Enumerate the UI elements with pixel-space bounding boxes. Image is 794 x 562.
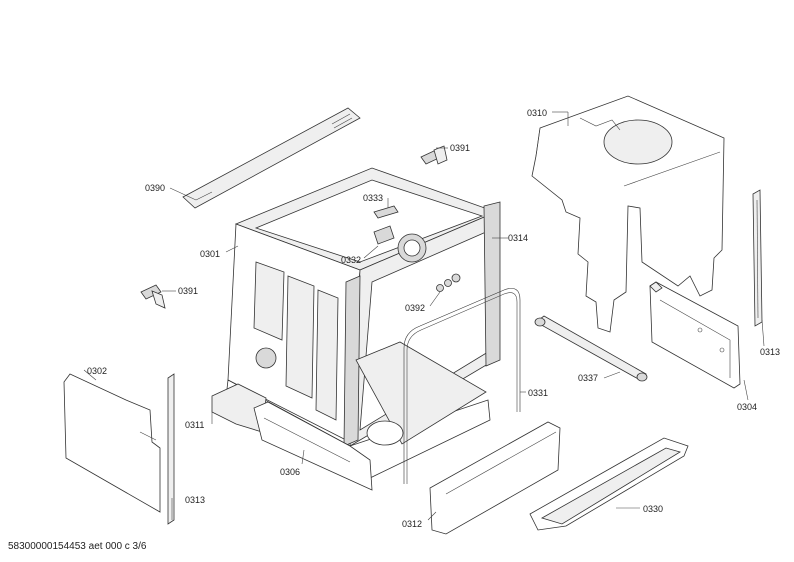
label-0391-lower: 0391 [178, 286, 198, 296]
leader-lines [83, 111, 765, 521]
label-0391-upper: 0391 [450, 143, 470, 153]
part-0330-plinth [529, 437, 689, 531]
part-0333-slider [373, 205, 399, 219]
part-0390-cover-strip [182, 107, 361, 209]
label-0331: 0331 [528, 388, 548, 398]
label-0332: 0332 [341, 255, 361, 265]
part-0332-latch [373, 225, 395, 245]
label-0302: 0302 [87, 366, 107, 376]
label-0301: 0301 [200, 249, 220, 259]
part-0331-seal [403, 288, 521, 484]
label-0310: 0310 [527, 108, 547, 118]
label-0313-right: 0313 [760, 347, 780, 357]
label-0314: 0314 [508, 233, 528, 243]
part-0391-bracket-upper [420, 145, 448, 165]
part-0312-plinth [429, 421, 561, 535]
label-0330: 0330 [643, 504, 663, 514]
part-0392-bushings [436, 273, 461, 292]
part-0391-bracket-lower [140, 284, 166, 309]
label-0392: 0392 [405, 303, 425, 313]
part-0306-base-frame [253, 401, 373, 491]
label-0311: 0311 [185, 420, 204, 430]
document-id-footer: 58300000154453 aet 000 c 3/6 [8, 541, 147, 552]
label-0390: 0390 [145, 183, 165, 193]
label-0306: 0306 [280, 467, 300, 477]
label-0312: 0312 [402, 519, 422, 529]
part-0313-side-strip-right [752, 189, 763, 327]
part-labels: 0310 0390 0391 0391 0333 0301 0314 0332 … [87, 108, 780, 529]
part-0301-tub-body [225, 167, 501, 479]
part-0302-side-panel [63, 373, 161, 513]
label-0313-left: 0313 [185, 495, 205, 505]
part-0313-side-strip-left [167, 373, 175, 525]
part-0337-rail [534, 315, 648, 382]
label-0333: 0333 [363, 193, 383, 203]
part-0310-insulation-mat [531, 95, 725, 333]
part-0304-side-bracket [649, 281, 741, 389]
label-0304: 0304 [737, 402, 757, 412]
label-0337: 0337 [578, 373, 598, 383]
